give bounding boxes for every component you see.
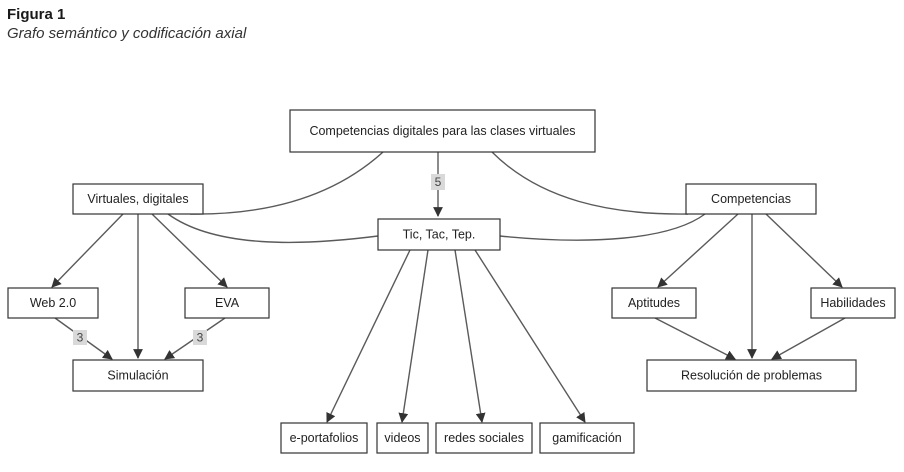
undirected-links [167,151,706,244]
edge-badge-5: 5 [431,174,445,190]
node-competencias-digitales: Competencias digitales para las clases v… [289,109,596,153]
edge-competencias-aptitudes [657,213,739,288]
node-label: Tic, Tac, Tep. [403,228,476,242]
node-label: Aptitudes [628,296,680,310]
edge-tic-redes [454,249,486,423]
node-label: Virtuales, digitales [87,192,188,206]
edge-badge-3-right: 3 [193,330,207,345]
edge-habilidades-resolucion [771,317,846,360]
badge-text-3-right: 3 [197,331,204,345]
figure-title: Grafo semántico y codificación axial [7,25,247,42]
node-eva: EVA [184,287,270,319]
figure-label: Figura 1 [7,6,66,23]
node-aptitudes: Aptitudes [611,287,697,319]
node-web20: Web 2.0 [7,287,99,319]
node-label: redes sociales [444,431,524,445]
node-tic-tac-tep: Tic, Tac, Tep. [377,218,501,251]
node-label: gamificación [552,431,622,445]
node-gamificacion: gamificación [539,422,635,454]
node-label: Web 2.0 [30,296,76,310]
edge-tic-eportafolios [326,249,411,423]
node-label: videos [384,431,420,445]
link-virtuales-tic [167,213,379,244]
edge-aptitudes-resolucion [654,317,736,360]
edge-virtuales-eva [151,213,228,288]
node-label: Habilidades [820,296,885,310]
node-label: Simulación [107,369,168,383]
edge-tic-videos [398,249,429,423]
node-habilidades: Habilidades [810,287,896,319]
link-tic-competencias [499,213,706,241]
edge-virtuales-web20 [51,213,124,288]
edge-competencias-habilidades [765,213,843,288]
badge-text-3-left: 3 [77,331,84,345]
node-virtuales-digitales: Virtuales, digitales [72,183,204,215]
node-label: e-portafolios [290,431,359,445]
node-eportafolios: e-portafolios [280,422,368,454]
directed-edges [51,152,846,423]
node-label: Competencias [711,192,791,206]
node-videos: videos [376,422,429,454]
link-main-virtuales [189,151,384,215]
node-label: Competencias digitales para las clases v… [309,124,575,138]
node-label: Resolución de problemas [681,369,822,383]
badge-text-5: 5 [435,175,442,189]
link-main-competencias [491,151,689,215]
node-redes-sociales: redes sociales [435,422,533,454]
node-resolucion-problemas: Resolución de problemas [646,359,857,392]
node-competencias: Competencias [685,183,817,215]
edge-badge-3-left: 3 [73,330,87,345]
node-label: EVA [215,296,240,310]
edge-tic-gamificacion [474,249,586,423]
node-simulacion: Simulación [72,359,204,392]
